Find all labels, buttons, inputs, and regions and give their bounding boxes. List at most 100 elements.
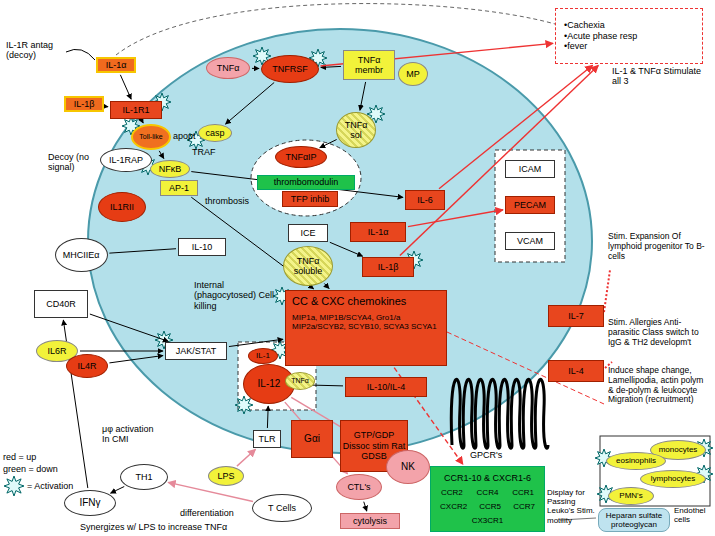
- connector: [90, 314, 168, 341]
- connector: [400, 65, 598, 255]
- annotation-label: Stim. Expansion Of lymphoid progenitor T…: [608, 232, 708, 261]
- mediator-oval: MP: [398, 62, 428, 86]
- node-text: cytolysis: [353, 516, 387, 526]
- node-text: TNFαIP: [285, 152, 316, 162]
- connector: [142, 121, 143, 123]
- annotation-label: Synergizes w/ LPS to increase TNFα: [80, 522, 227, 532]
- node-text: IL-1R1: [122, 105, 149, 115]
- node-text: TFP inhib: [291, 194, 329, 204]
- ligand-box: IL-1β: [64, 96, 104, 112]
- node-text: TLR: [258, 434, 275, 444]
- upregulated-oval: TNFRSF: [261, 55, 319, 83]
- upregulated-oval: TNFαIP: [275, 146, 327, 168]
- node-text: MHCIIEα: [63, 250, 100, 260]
- node-text: CCR4: [477, 488, 499, 497]
- activation-stars: [122, 47, 713, 503]
- node-text: TNFα soluble: [288, 256, 327, 277]
- legend-row: green = down: [3, 464, 73, 476]
- feedback-arc: [116, 4, 555, 55]
- node-text: NK: [401, 461, 415, 473]
- annotation-label: μφ activation In CMI: [102, 424, 160, 445]
- receptor-oval: Toll-like: [131, 124, 171, 150]
- legend-text: = Activation: [27, 481, 73, 493]
- annotation-label: TRAF: [192, 147, 216, 157]
- connector: [111, 487, 125, 494]
- mediator-oval: lymphocytes: [640, 470, 706, 488]
- legend-text: green = down: [3, 464, 58, 476]
- connector: [120, 75, 131, 99]
- upregulated-box: Gαi: [291, 420, 333, 458]
- molecule-oval: IL-1RAP: [100, 148, 152, 172]
- upregulated-box: IL-1R1: [110, 101, 162, 119]
- mediator-box: TNFα membr: [343, 50, 395, 80]
- node-text: lymphocytes: [651, 474, 695, 483]
- connector: [225, 82, 274, 124]
- node-text: CC & CXC chemokines: [292, 295, 406, 308]
- molecule-box: CD40R: [34, 290, 88, 318]
- node-text: IL-12: [258, 378, 281, 390]
- molecule-box: TLR: [253, 430, 281, 448]
- upregulated-box: CC & CXC chemokinesMIP1a, MIP1B/SCYA4, G…: [285, 290, 447, 366]
- annotation-label: IL-1R antag (decoy): [6, 40, 64, 61]
- node-text: VCAM: [517, 236, 543, 246]
- node-text: CCR2: [441, 488, 463, 497]
- activation-star: [235, 396, 253, 414]
- annotation-label: Stim. Allergies Anti-parasitic Class swi…: [608, 318, 708, 347]
- effect-box: cytolysis: [340, 513, 400, 529]
- ligand-box: IL-1α: [96, 57, 136, 73]
- node-text: Gαi: [304, 433, 320, 445]
- cell-oval: TNFα: [206, 57, 250, 79]
- connector: [237, 449, 256, 466]
- receptor-box: CCR1-10 & CXCR1-6CCR2CCR4CCR1CXCR2CCR5CC…: [430, 466, 545, 532]
- molecule-oval: T Cells: [252, 494, 312, 522]
- node-text: CCR1: [512, 488, 534, 497]
- node-text: IL-4: [568, 366, 584, 376]
- node-text: Toll-like: [139, 133, 162, 141]
- molecule-oval: TH1: [120, 464, 168, 490]
- node-text: MIP1a, MIP1B/SCYA4, Gro1/a MIP2a/SCYB2, …: [292, 313, 440, 331]
- connector: [80, 351, 163, 352]
- annotation-label: Induce shape change, Lamellipodia, actin…: [608, 366, 708, 405]
- node-text: thrombomodulin: [274, 177, 339, 187]
- molecule-box: IL-10: [178, 238, 226, 256]
- upregulated-box: IL-1β: [362, 257, 414, 277]
- annotation-label: IL-1 & TNFα Stimulate all 3: [612, 66, 704, 87]
- annotation-label: Display for Passing Leuko's Stim. motili…: [547, 488, 601, 525]
- upregulated-box: IL-10/IL-4: [345, 377, 427, 397]
- annotation-label: Internal (phagocytosed) Cell killing: [194, 280, 276, 311]
- upregulated-box: TFP inhib: [282, 191, 338, 207]
- node-text: casp: [205, 128, 224, 138]
- node-text: TNFα: [217, 63, 240, 73]
- node-text: IL-1α: [106, 60, 127, 70]
- molecule-box: JAK/STAT: [165, 342, 227, 360]
- node-text: IL4R: [77, 361, 96, 371]
- node-text: •Acute phase resp: [564, 31, 637, 41]
- leukocyte-panel: [600, 436, 710, 506]
- molecule-oval: MHCIIEα: [55, 238, 108, 272]
- node-text: JAK/STAT: [176, 346, 217, 356]
- molecule-oval: IFNγ: [64, 490, 116, 516]
- upregulated-box: PECAM: [505, 196, 555, 214]
- node-text: TNFα sol: [340, 120, 371, 141]
- node-text: •Cachexia: [564, 20, 605, 30]
- soluble-oval: TNFα sol: [336, 112, 376, 148]
- legend-text: red = up: [3, 452, 36, 464]
- annotation-label: GPCR's: [470, 450, 502, 460]
- node-text: eosinophils: [616, 456, 656, 465]
- node-text: IFNγ: [79, 497, 100, 509]
- node-text: CX3CR1: [472, 516, 504, 525]
- node-text: monocytes: [659, 445, 698, 454]
- leader-line: [66, 49, 95, 60]
- node-text: IL-1: [256, 351, 270, 360]
- connector: [106, 106, 108, 107]
- node-text: ICE: [300, 228, 315, 238]
- annotation-label: Decoy (no signal): [48, 152, 98, 173]
- mediator-oval: NFκB: [150, 160, 190, 178]
- node-text: TNFRSF: [272, 64, 308, 74]
- node-text: IL-1α: [368, 227, 389, 237]
- node-text: IL-1β: [378, 262, 399, 272]
- cell-oval: CTL's: [336, 474, 382, 500]
- node-text: PECAM: [514, 200, 546, 210]
- node-text: IL-1RAP: [109, 155, 143, 165]
- node-text: TNFα membr: [344, 55, 394, 76]
